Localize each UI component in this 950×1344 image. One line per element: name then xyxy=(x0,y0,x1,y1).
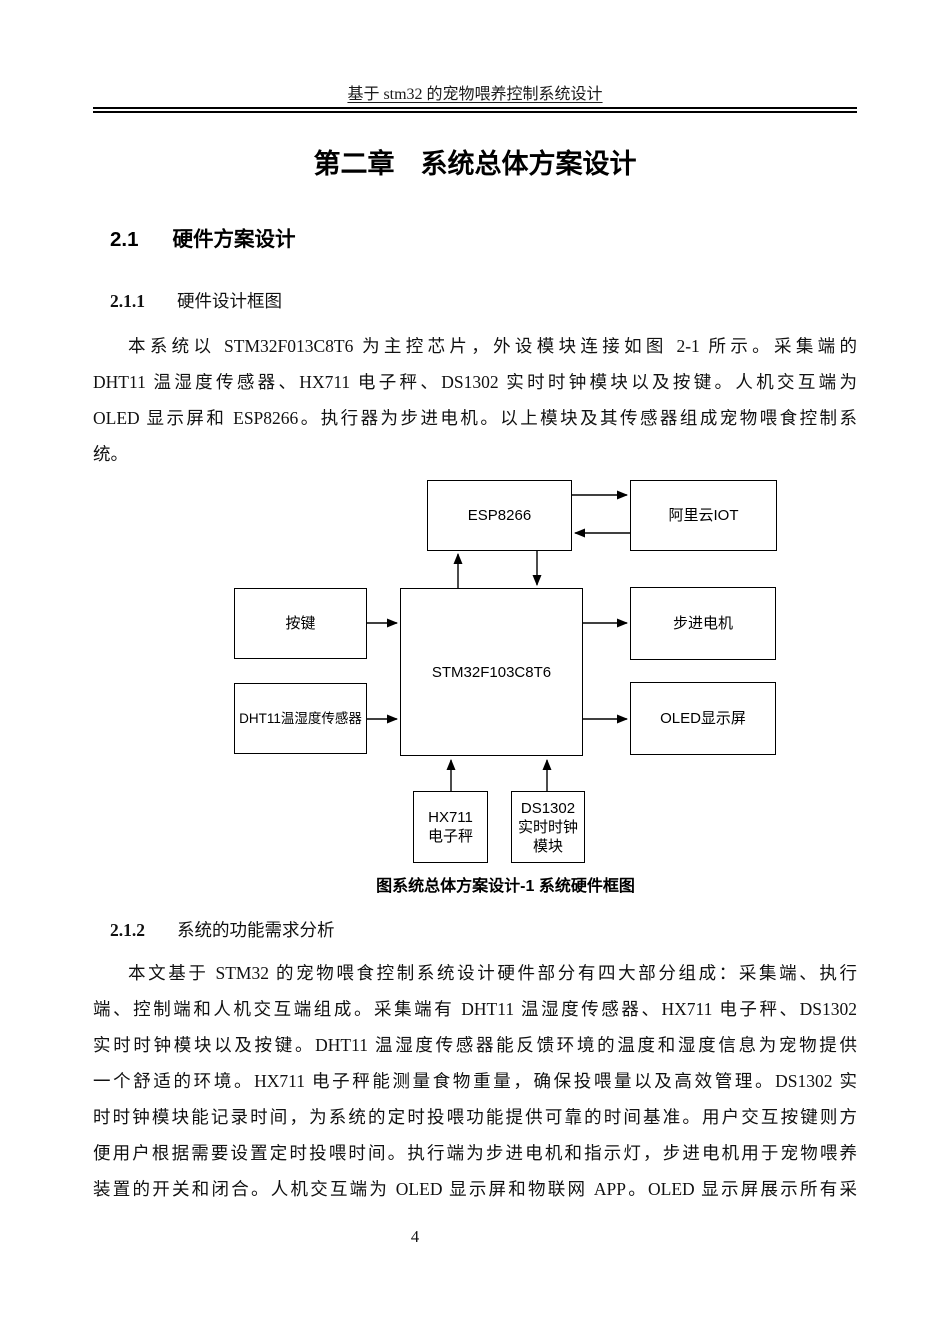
page-number: 4 xyxy=(410,1227,420,1246)
diagram-box-dht11: DHT11温湿度传感器 xyxy=(234,683,367,754)
paragraph-1: 本系统以 STM32F013C8T6 为主控芯片，外设模块连接如图 2-1 所示… xyxy=(93,328,857,472)
paragraph-2-line-4: 一个舒适的环境。HX711 电子秤能测量食物重量，确保投喂量以及高效管理。DS1… xyxy=(93,1071,857,1091)
figure-caption: 图系统总体方案设计-1 系统硬件框图 xyxy=(376,878,635,895)
diagram-box-oled: OLED显示屏 xyxy=(630,682,776,755)
paragraph-2-line-6: 便用户根据需要设置定时投喂时间。执行端为步进电机和指示灯，步进电机用于宠物喂养 xyxy=(93,1143,857,1163)
paragraph-2-line-1: 本文基于 STM32 的宠物喂食控制系统设计硬件部分有四大部分组成：采集端、执行 xyxy=(128,963,857,983)
paragraph-2-line-5: 时时钟模块能记录时间，为系统的定时投喂功能提供可靠的时间基准。用户交互按键则方 xyxy=(93,1107,857,1127)
section-2-1-1-heading: 2.1.1 硬件设计框图 xyxy=(110,289,282,313)
diagram-box-mcu-stm32: STM32F103C8T6 xyxy=(400,588,583,756)
running-header: 基于 stm32 的宠物喂养控制系统设计 xyxy=(347,86,603,103)
diagram-box-button: 按键 xyxy=(234,588,367,659)
paragraph-1-line-3: OLED 显示屏和 ESP8266。执行器为步进电机。以上模块及其传感器组成宠物… xyxy=(93,408,857,428)
section-2-1-2-heading: 2.1.2 系统的功能需求分析 xyxy=(110,918,335,942)
diagram-box-ds1302: DS1302 实时时钟 模块 xyxy=(511,791,585,863)
paragraph-2-line-2: 端、控制端和人机交互端组成。采集端有 DHT11 温湿度传感器、HX711 电子… xyxy=(93,999,857,1019)
section-2-1-2-number: 2.1.2 xyxy=(110,920,145,940)
paragraph-1-line-1: 本系统以 STM32F013C8T6 为主控芯片，外设模块连接如图 2-1 所示… xyxy=(128,336,857,356)
paragraph-2-line-3: 实时时钟模块以及按键。DHT11 温湿度传感器能反馈环境的温度和湿度信息为宠物提… xyxy=(93,1035,857,1055)
section-2-1-1-number: 2.1.1 xyxy=(110,291,145,311)
diagram-box-esp8266: ESP8266 xyxy=(427,480,572,551)
section-2-1-title: 硬件方案设计 xyxy=(172,228,296,251)
diagram-box-hx711: HX711 电子秤 xyxy=(413,791,488,863)
chapter-name: 系统总体方案设计 xyxy=(420,149,637,179)
section-2-1-heading: 2.1 硬件方案设计 xyxy=(110,227,296,253)
paragraph-1-line-4: 统。 xyxy=(93,444,128,464)
diagram-box-stepper-motor: 步进电机 xyxy=(630,587,776,660)
chapter-title: 第二章系统总体方案设计 xyxy=(0,144,950,184)
paragraph-2: 本文基于 STM32 的宠物喂食控制系统设计硬件部分有四大部分组成：采集端、执行… xyxy=(93,955,857,1207)
paragraph-1-line-2: DHT11 温湿度传感器、HX711 电子秤、DS1302 实时时钟模块以及按键… xyxy=(93,372,857,392)
paragraph-2-line-7: 装置的开关和闭合。人机交互端为 OLED 显示屏和物联网 APP。OLED 显示… xyxy=(93,1179,857,1199)
section-2-1-1-title: 硬件设计框图 xyxy=(177,291,282,311)
section-2-1-2-title: 系统的功能需求分析 xyxy=(177,920,335,940)
chapter-number: 第二章 xyxy=(313,149,395,179)
diagram-box-aliyun-iot: 阿里云IOT xyxy=(630,480,777,551)
header-divider-rule xyxy=(93,107,857,113)
section-2-1-number: 2.1 xyxy=(110,228,139,251)
